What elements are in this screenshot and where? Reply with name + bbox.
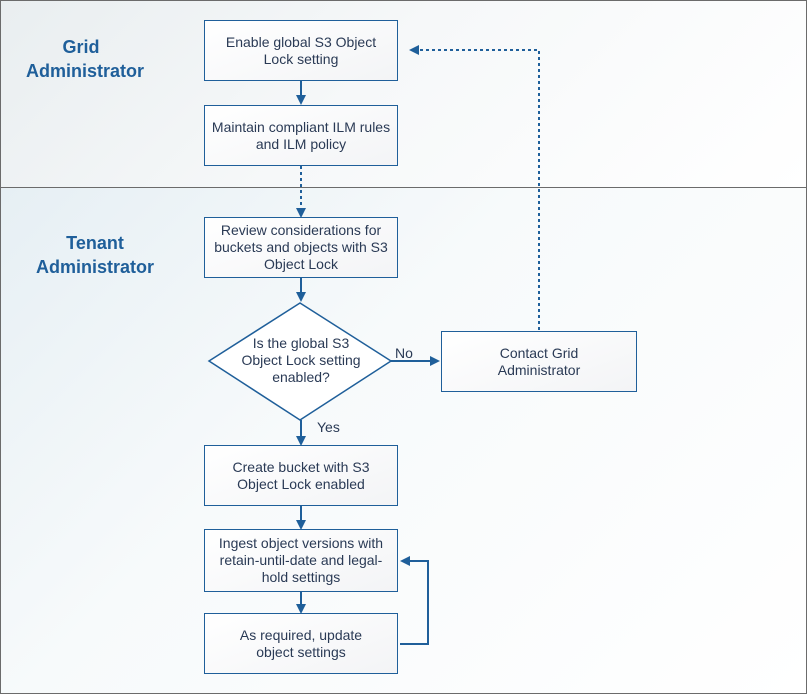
step-contact-grid-administrator: Contact Grid Administrator	[441, 331, 637, 392]
step-create-label: Create bucket with S3 Object Lock enable…	[232, 458, 370, 492]
step-enable-global-object-lock: Enable global S3 Object Lock setting	[204, 20, 398, 81]
edge-label-yes: Yes	[317, 419, 340, 435]
decision-label: Is the global S3 Object Lock setting ena…	[241, 335, 361, 385]
step-maintain-label: Maintain compliant ILM rules and ILM pol…	[211, 118, 391, 152]
tenant-administrator-label: Tenant Administrator	[35, 233, 154, 277]
edge-label-no: No	[395, 345, 413, 361]
step-contact-label: Contact Grid Administrator	[497, 344, 581, 378]
tenant-administrator-lane	[0, 187, 807, 694]
grid-administrator-label: Grid Administrator	[26, 37, 145, 81]
step-create-bucket: Create bucket with S3 Object Lock enable…	[204, 445, 398, 506]
step-ingest-label: Ingest object versions with retain-until…	[218, 535, 384, 585]
step-review-considerations: Review considerations for buckets and ob…	[204, 217, 398, 278]
step-update-object-settings: As required, update object settings	[204, 613, 398, 674]
step-maintain-ilm: Maintain compliant ILM rules and ILM pol…	[204, 105, 398, 166]
arrow-update-loop-to-ingest	[400, 556, 429, 645]
step-enable-label: Enable global S3 Object Lock setting	[225, 33, 377, 67]
grid-administrator-lane	[0, 0, 807, 188]
decision-diamond	[207, 302, 393, 421]
step-ingest-object-versions: Ingest object versions with retain-until…	[204, 529, 398, 592]
step-update-label: As required, update object settings	[239, 626, 363, 660]
step-review-label: Review considerations for buckets and ob…	[214, 222, 388, 272]
arrow-contact-to-enable	[409, 45, 540, 330]
